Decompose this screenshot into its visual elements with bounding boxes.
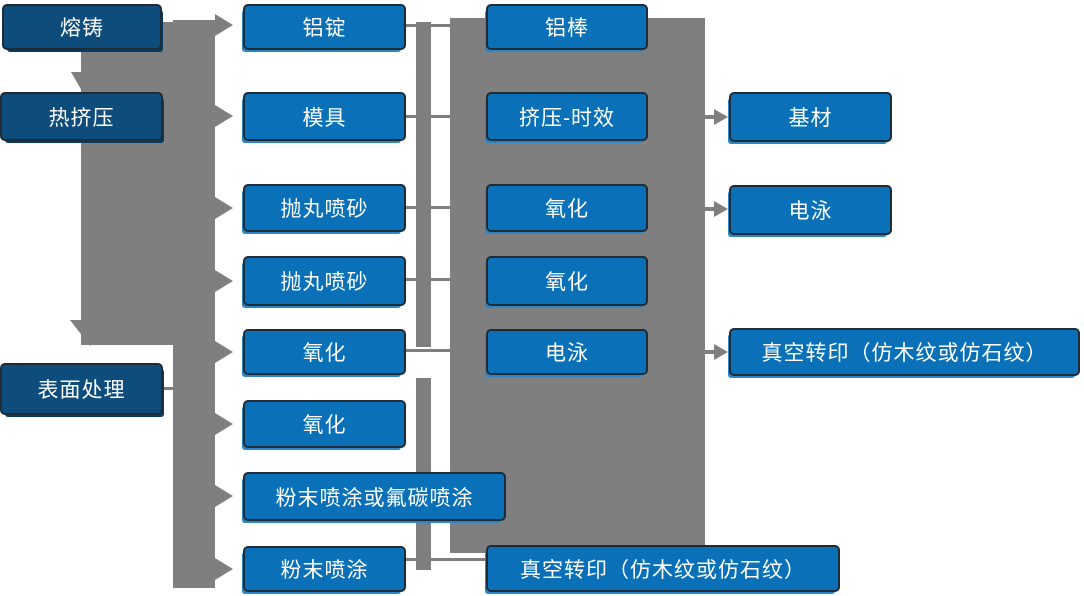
node-powder-or-fluorocarbon: 粉末喷涂或氟碳喷涂	[243, 472, 506, 521]
node-powder-or-fluorocarbon-label: 粉末喷涂或氟碳喷涂	[275, 486, 474, 510]
right-arrow-row3-icon	[215, 197, 233, 219]
node-substrate-label: 基材	[788, 107, 833, 130]
arrow-to-electrophoresis-icon	[714, 201, 728, 217]
node-mold-label: 模具	[302, 106, 347, 130]
node-aluminum-rod: 铝棒	[486, 4, 648, 50]
right-arrow-row8-icon	[215, 558, 233, 580]
node-vacuum-transfer-bottom-label: 真空转印（仿木纹或仿石纹）	[520, 558, 806, 582]
connector-line-row1	[405, 24, 450, 27]
node-aluminum-ingot: 铝锭	[243, 4, 406, 50]
right-arrow-row6-icon	[215, 413, 233, 435]
connector-line-row4	[405, 278, 450, 281]
node-oxidation-2: 氧化	[243, 400, 406, 448]
node-extrusion-aging-label: 挤压-时效	[519, 106, 615, 130]
node-hot-extrusion-label: 热挤压	[48, 106, 115, 130]
node-powder-coating: 粉末喷涂	[243, 546, 406, 592]
node-vacuum-transfer-right: 真空转印（仿木纹或仿石纹）	[729, 328, 1080, 376]
arrow-to-substrate-icon	[714, 109, 728, 125]
connector-line-bottom	[405, 558, 486, 561]
connector-surface-treatment-stub	[163, 387, 180, 390]
node-oxidation-4-label: 氧化	[545, 271, 589, 294]
node-melting-label: 熔铸	[60, 17, 104, 40]
node-oxidation-2-label: 氧化	[302, 414, 347, 437]
node-oxidation-4: 氧化	[486, 256, 648, 306]
connector-line-row5	[405, 349, 450, 352]
node-oxidation-3: 氧化	[486, 184, 648, 232]
node-shot-blasting-2-label: 抛丸喷砂	[280, 271, 369, 294]
node-melting: 熔铸	[2, 4, 162, 50]
node-surface-treatment: 表面处理	[0, 363, 163, 415]
connector-shaft-vacuum-transfer	[703, 350, 715, 354]
node-hot-extrusion: 热挤压	[0, 92, 163, 141]
node-electrophoresis-1: 电泳	[486, 329, 648, 375]
node-substrate: 基材	[729, 92, 892, 142]
connector-line-row3	[405, 206, 450, 209]
node-oxidation-1-label: 氧化	[302, 342, 347, 365]
node-electrophoresis-2: 电泳	[729, 185, 892, 235]
connector-shaft-electrophoresis	[703, 207, 715, 211]
node-surface-treatment-label: 表面处理	[37, 379, 126, 402]
right-arrow-row1-icon	[215, 14, 233, 36]
node-oxidation-3-label: 氧化	[545, 198, 589, 221]
down-arrow-to-surface-treatment-icon	[70, 320, 110, 346]
node-mold: 模具	[243, 92, 406, 141]
node-electrophoresis-1-label: 电泳	[545, 342, 589, 365]
node-aluminum-ingot-label: 铝锭	[302, 17, 347, 40]
right-arrow-row7-icon	[215, 485, 233, 507]
node-extrusion-aging: 挤压-时效	[486, 92, 648, 141]
arrow-to-vacuum-transfer-icon	[714, 344, 728, 360]
right-arrow-row5-icon	[215, 341, 233, 363]
node-shot-blasting-1-label: 抛丸喷砂	[280, 198, 369, 221]
node-powder-coating-label: 粉末喷涂	[280, 559, 369, 582]
node-vacuum-transfer-bottom: 真空转印（仿木纹或仿石纹）	[486, 545, 840, 592]
right-arrow-row2-icon	[215, 105, 233, 127]
node-aluminum-rod-label: 铝棒	[545, 17, 589, 40]
right-arrow-row4-icon	[215, 270, 233, 292]
connector-line-row2	[405, 115, 450, 118]
connector-mid-bar-upper	[416, 22, 431, 347]
node-shot-blasting-2: 抛丸喷砂	[243, 256, 406, 306]
down-arrow-to-hot-extrusion-icon	[71, 72, 93, 91]
connector-shaft-substrate	[703, 115, 715, 119]
node-oxidation-1: 氧化	[243, 329, 406, 375]
node-vacuum-transfer-right-label: 真空转印（仿木纹或仿石纹）	[761, 342, 1048, 365]
node-electrophoresis-2-label: 电泳	[788, 200, 833, 223]
node-shot-blasting-1: 抛丸喷砂	[243, 184, 406, 232]
connector-left-trunk	[173, 20, 215, 588]
